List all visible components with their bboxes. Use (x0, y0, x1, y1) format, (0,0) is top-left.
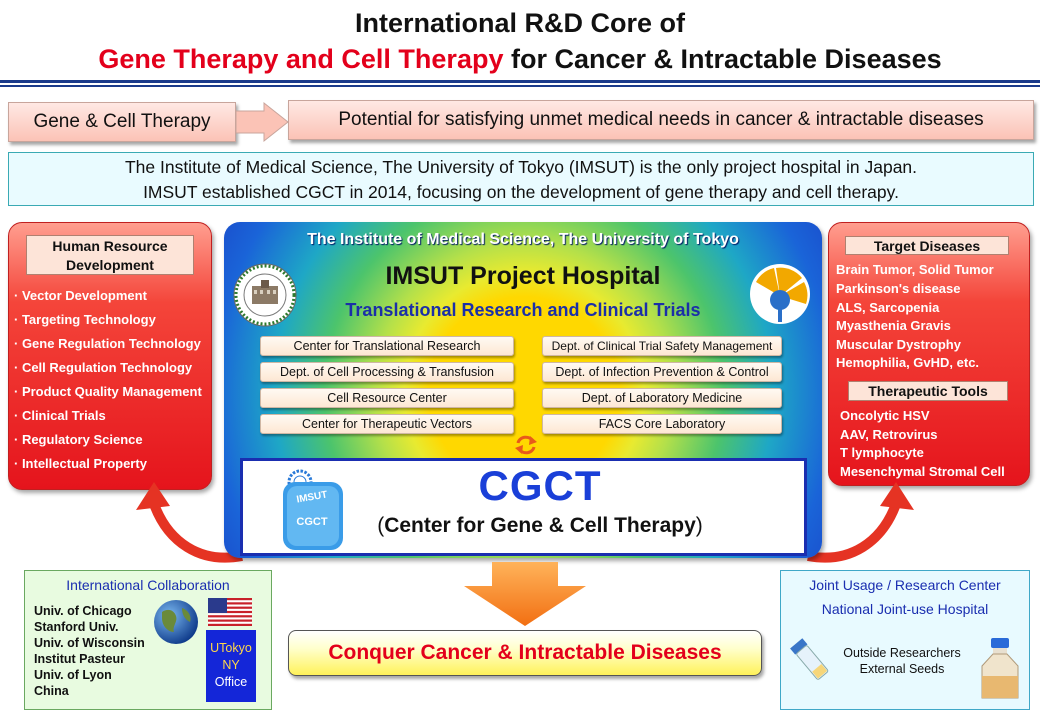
joint-usage-line-2: National Joint-use Hospital (821, 601, 989, 617)
cgct-logo-icon (283, 469, 343, 550)
disease-item: ALS, Sarcopenia (836, 300, 940, 315)
left-item: · Regulatory Science (14, 432, 143, 447)
imsut-description-line-1: The Institute of Medical Science, The Un… (124, 157, 918, 177)
hospital-name: IMSUT Project Hospital (385, 262, 661, 290)
dept-box: FACS Core Laboratory (542, 414, 782, 434)
culture-bottle-icon (981, 638, 1019, 699)
tool-item: AAV, Retrovirus (840, 427, 938, 442)
tool-item: Mesenchymal Stromal Cell (840, 464, 1005, 479)
target-diseases-panel (828, 222, 1030, 486)
left-item: · Targeting Technology (14, 312, 156, 327)
dept-box: Dept. of Clinical Trial Safety Managemen… (542, 336, 782, 356)
left-item: · Vector Development (14, 288, 147, 303)
university-list: Univ. of Chicago Stanford Univ. Univ. of… (34, 603, 145, 699)
unmet-needs-label: Potential for satisfying unmet medical n… (338, 109, 984, 130)
institute-name: The Institute of Medical Science, The Un… (307, 231, 739, 248)
title-line-1: International R&D Core of (354, 8, 685, 38)
banner-arrow-icon (235, 101, 289, 143)
title-line-2: Gene Therapy and Cell Therapy for Cancer… (0, 44, 1040, 75)
cgct-paren-close: ) (695, 514, 703, 537)
left-item: · Cell Regulation Technology (14, 360, 193, 375)
university-item: Univ. of Lyon (34, 668, 112, 682)
utokyo-ginkgo-icon (750, 264, 810, 324)
conquer-label: Conquer Cancer & Intractable Diseases (328, 641, 722, 664)
university-item: Stanford Univ. (34, 620, 119, 634)
human-resource-header-line-2: Development (66, 257, 154, 273)
dept-box: Center for Therapeutic Vectors (260, 414, 514, 434)
title-rule-thick (0, 80, 1040, 83)
imsut-seal-icon (233, 263, 297, 327)
human-resource-header-line-1: Human Resource (52, 238, 168, 254)
title-rest: for Cancer & Intractable Diseases (503, 44, 942, 74)
dept-box: Cell Resource Center (260, 388, 514, 408)
disease-item: Muscular Dystrophy (836, 337, 961, 352)
gene-cell-therapy-label: Gene & Cell Therapy (33, 111, 211, 132)
university-item: Univ. of Chicago (34, 604, 132, 618)
curved-arrow-right-icon (807, 482, 914, 563)
left-item: · Product Quality Management (14, 384, 202, 399)
joint-usage-line-1: Joint Usage / Research Center (809, 577, 1001, 593)
dept-box: Dept. of Cell Processing & Transfusion (260, 362, 514, 382)
cgct-full-name-text: Center for Gene & Cell Therapy (384, 514, 696, 537)
dept-box: Dept. of Laboratory Medicine (542, 388, 782, 408)
cgct-full-name: (Center for Gene & Cell Therapy) (350, 514, 730, 538)
title-rule-thin (0, 85, 1040, 87)
therapeutic-tools-header: Therapeutic Tools (848, 381, 1008, 401)
left-item: · Clinical Trials (14, 408, 106, 423)
office-line-1: UTokyo (210, 641, 252, 655)
disease-item: Myasthenia Gravis (836, 318, 951, 333)
cgct-title: CGCT (478, 462, 602, 509)
cycle-arrows-icon (515, 435, 537, 455)
translational-label: Translational Research and Clinical Tria… (345, 300, 701, 320)
dept-box: Dept. of Infection Prevention & Control (542, 362, 782, 382)
curved-arrow-left-icon (136, 482, 243, 563)
conquer-box: Conquer Cancer & Intractable Diseases (288, 630, 762, 676)
dept-box: Center for Translational Research (260, 336, 514, 356)
disease-item: Parkinson's disease (836, 281, 961, 296)
disease-item: Brain Tumor, Solid Tumor (836, 262, 994, 277)
gene-cell-therapy-box: Gene & Cell Therapy (8, 102, 236, 142)
outside-researchers-label: Outside Researchers (843, 646, 961, 660)
target-diseases-header: Target Diseases (845, 236, 1009, 255)
us-flag-icon (208, 598, 252, 626)
utokyo-ny-office-box: UTokyo NY Office (206, 630, 256, 702)
office-line-3: Office (214, 675, 248, 689)
test-tube-icon (790, 638, 829, 680)
title-highlight: Gene Therapy and Cell Therapy (98, 44, 504, 74)
cgct-paren-open: ( (377, 514, 385, 537)
globe-icon (154, 600, 198, 644)
imsut-description: The Institute of Medical Science, The Un… (8, 152, 1034, 206)
university-item: China (34, 684, 69, 698)
tool-item: T lymphocyte (840, 445, 924, 460)
office-line-2: NY (222, 658, 240, 672)
university-item: Institut Pasteur (34, 652, 125, 666)
university-item: Univ. of Wisconsin (34, 636, 145, 650)
down-arrow-icon (464, 562, 586, 626)
unmet-needs-box: Potential for satisfying unmet medical n… (288, 100, 1034, 140)
human-resource-header: Human Resource Development (26, 235, 194, 275)
left-item: · Gene Regulation Technology (14, 336, 201, 351)
collaboration-title: International Collaboration (66, 577, 230, 593)
tool-item: Oncolytic HSV (840, 408, 930, 423)
cgct-logo-text-bottom: CGCT (296, 516, 328, 528)
imsut-description-line-2: IMSUT established CGCT in 2014, focusing… (143, 182, 899, 202)
external-seeds-label: External Seeds (859, 662, 945, 676)
disease-item: Hemophilia, GvHD, etc. (836, 355, 980, 370)
left-item: · Intellectual Property (14, 456, 147, 471)
